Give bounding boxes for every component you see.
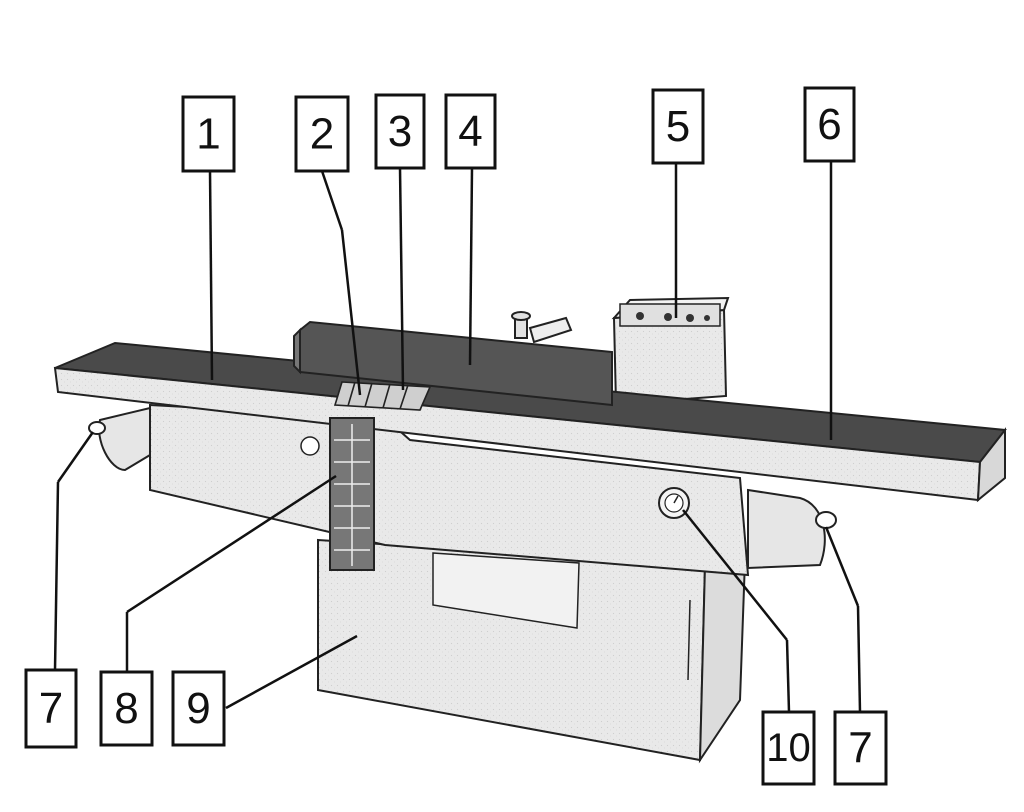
- fence: [293, 320, 613, 407]
- leader-line-10: [785, 639, 791, 713]
- left-handwheel: [88, 406, 151, 472]
- callout-10: 10: [761, 710, 816, 786]
- right-handwheel: [747, 488, 837, 570]
- callout-label: 8: [114, 684, 138, 733]
- callout-3: 3: [374, 93, 426, 170]
- callout-7-left: 7: [24, 668, 78, 749]
- callout-label: 7: [39, 684, 63, 733]
- callout-label: 9: [186, 684, 210, 733]
- callout-9: 9: [171, 670, 226, 747]
- control-box: [611, 296, 730, 406]
- leader-line-7-left-b: [56, 431, 95, 483]
- callout-label: 10: [766, 726, 811, 770]
- leader-line-2: [320, 170, 344, 231]
- callout-1: 1: [181, 95, 236, 173]
- planer-table: [53, 341, 1007, 503]
- callout-label: 1: [196, 110, 220, 159]
- cutter-guard: [333, 381, 432, 411]
- machine-base: [317, 538, 747, 764]
- callout-label: 2: [310, 110, 334, 159]
- callout-label: 5: [666, 102, 690, 151]
- callout-label: 7: [848, 724, 872, 773]
- leader-line-8b: [126, 474, 337, 614]
- callout-4: 4: [444, 93, 497, 170]
- leader-line-7-right: [856, 605, 862, 713]
- callout-2: 2: [294, 95, 350, 173]
- leader-line-2b: [340, 229, 362, 396]
- control-button-icon: [636, 312, 644, 320]
- callout-label: 3: [388, 107, 412, 156]
- depth-scale: [329, 417, 375, 571]
- control-button-icon: [686, 314, 694, 322]
- leader-line-3: [398, 167, 405, 391]
- leader-line-4: [468, 167, 474, 366]
- leader-lines: [53, 161, 862, 713]
- callouts: 1 2 3 4 5 6 7 8: [24, 86, 888, 786]
- fence-lock-knob: [511, 311, 573, 344]
- leader-line-9: [225, 634, 358, 710]
- leader-line-7-right-b: [824, 526, 860, 607]
- depth-gauge: [658, 487, 690, 519]
- callout-5: 5: [651, 88, 705, 165]
- leader-line-10b: [682, 509, 788, 641]
- callout-label: 6: [817, 100, 841, 149]
- callout-8: 8: [99, 670, 154, 747]
- leader-line-1: [208, 170, 214, 381]
- callout-label: 4: [458, 107, 482, 156]
- control-button-icon: [704, 315, 710, 321]
- control-button-icon: [664, 313, 672, 321]
- leader-line-7-left: [53, 481, 60, 671]
- callout-7-right: 7: [833, 710, 888, 786]
- callout-6: 6: [803, 86, 856, 163]
